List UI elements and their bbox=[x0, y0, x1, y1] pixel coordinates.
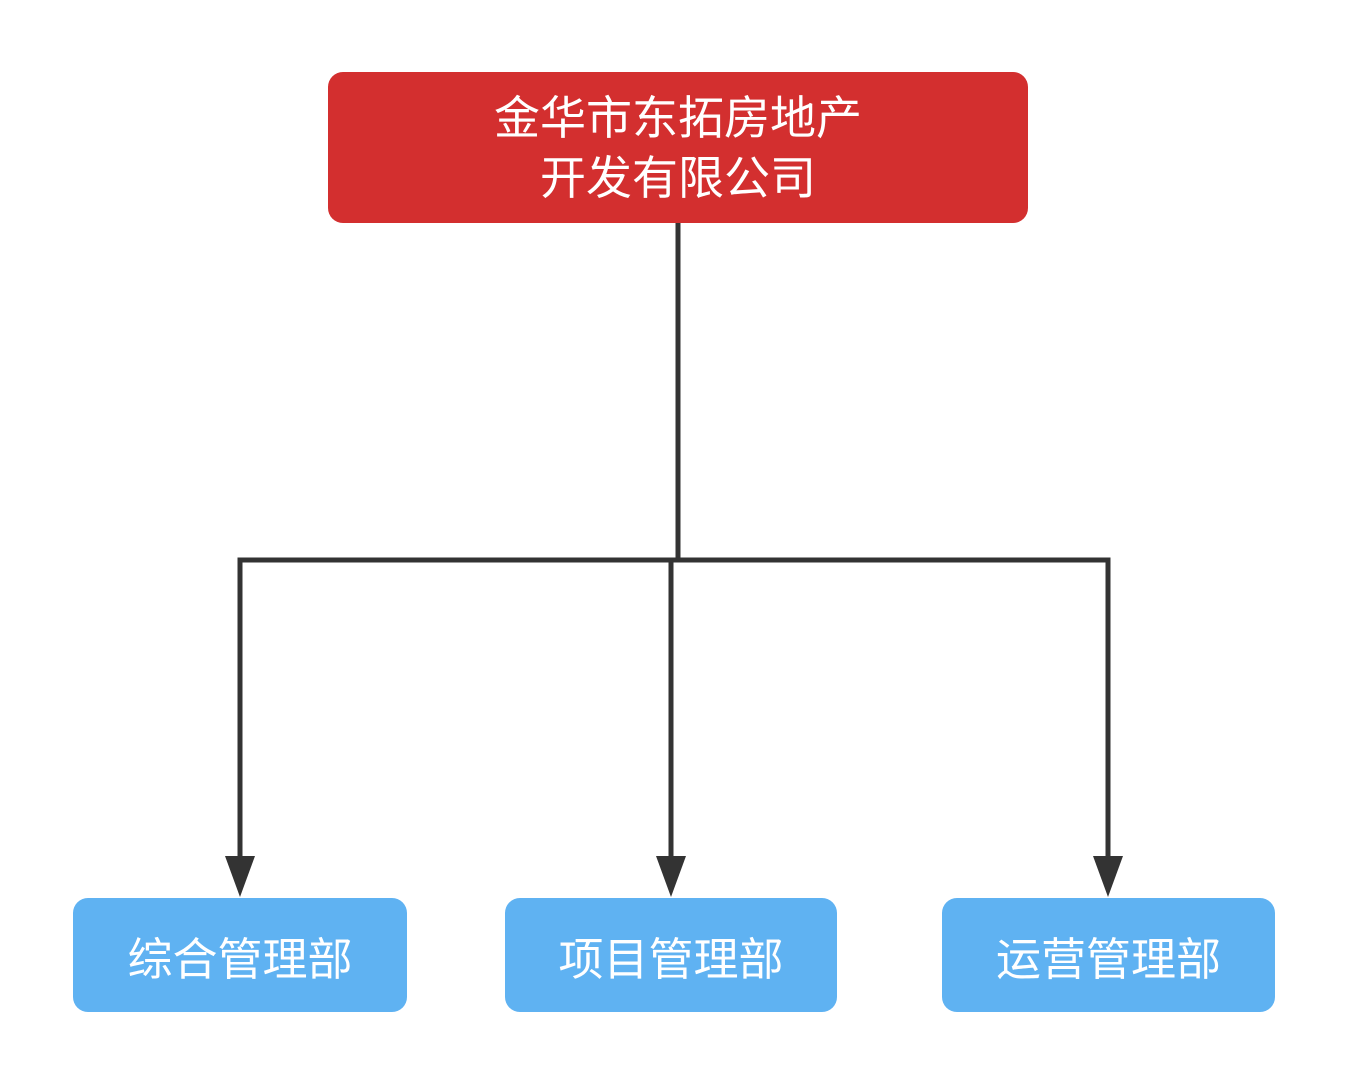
root-company-label-line2: 开发有限公司 bbox=[540, 151, 816, 204]
node-dept-project-management: 项目管理部 bbox=[505, 898, 837, 1012]
root-company-label-line1: 金华市东拓房地产 bbox=[494, 91, 862, 144]
dept-label: 综合管理部 bbox=[127, 933, 353, 985]
arrowhead-left bbox=[225, 856, 255, 897]
arrowhead-middle bbox=[656, 856, 686, 897]
dept-label: 项目管理部 bbox=[558, 933, 784, 985]
node-root-company: 金华市东拓房地产 开发有限公司 bbox=[328, 72, 1028, 223]
dept-label: 运营管理部 bbox=[995, 933, 1221, 985]
node-dept-general-management: 综合管理部 bbox=[73, 898, 407, 1012]
arrowhead-right bbox=[1093, 856, 1123, 897]
node-dept-operations-management: 运营管理部 bbox=[942, 898, 1275, 1012]
